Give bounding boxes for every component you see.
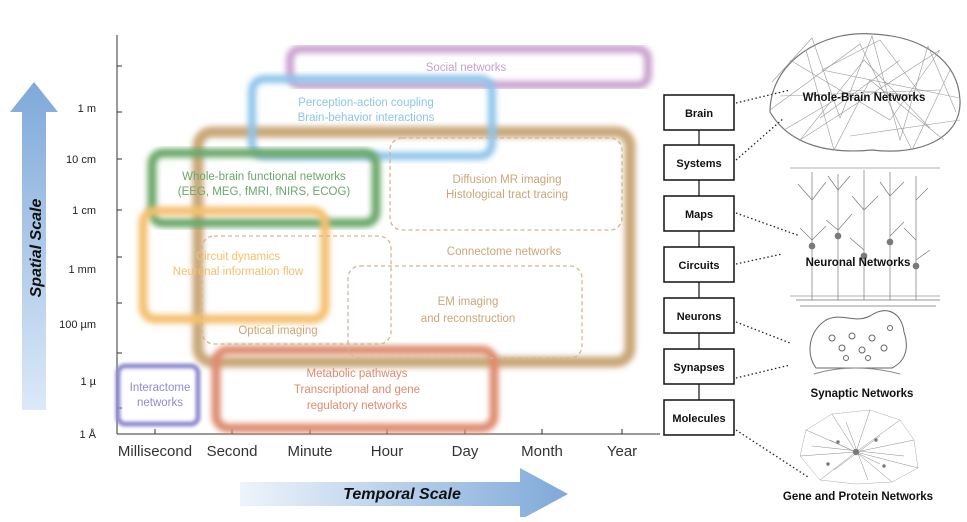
whole-brain-network-image (769, 33, 961, 152)
y-tick-label: 1 µ (80, 376, 96, 388)
dotted-connectors (735, 89, 809, 478)
hierarchy-node-molecules: Molecules (663, 399, 735, 436)
hierarchy-node-synapses: Synapses (663, 348, 735, 385)
diffusion-label-line2: Histological tract tracing (446, 189, 568, 201)
y-tick-label: 100 µm (59, 319, 96, 331)
hierarchy-label: Systems (676, 158, 721, 170)
x-tick-label: Millisecond (118, 443, 192, 460)
social-networks-label: Social networks (426, 62, 507, 74)
hierarchy-label: Brain (685, 108, 713, 120)
temporal-scale-label: Temporal Scale (343, 486, 461, 503)
functional-label-line2: (EEG, MEG, fMRI, fNIRS, ECOG) (178, 186, 351, 198)
functional-label-line1: Whole-brain functional networks (182, 171, 346, 183)
neuronal-network-image (790, 167, 940, 307)
x-tick-labels: Millisecond Second Minute Hour Day Month… (118, 443, 637, 460)
hierarchy-label: Maps (685, 209, 713, 221)
metabolic-label-line1: Metabolic pathways (307, 368, 408, 380)
hierarchy-node-circuits: Circuits (663, 246, 735, 283)
hierarchy-node-neurons: Neurons (663, 297, 735, 334)
y-tick-label: 1 cm (72, 205, 96, 217)
y-tick-label: 1 m (78, 103, 96, 115)
diffusion-mr-box (389, 137, 623, 231)
perception-label-line1: Perception-action coupling (298, 97, 434, 109)
hierarchy-label: Neurons (677, 311, 722, 323)
hierarchy-node-systems: Systems (663, 144, 735, 181)
interactome-label-line1: Interactome (130, 382, 191, 394)
gene-protein-network-image (799, 409, 919, 485)
em-label-line1: EM imaging (438, 296, 499, 308)
spatial-scale-arrow: Spatial Scale (10, 82, 58, 410)
diffusion-label-line1: Diffusion MR imaging (452, 174, 561, 186)
synapse-image (809, 310, 907, 375)
hierarchy-label: Circuits (679, 260, 720, 272)
optical-imaging-label: Optical imaging (238, 325, 317, 337)
y-tick-label: 10 cm (66, 154, 96, 166)
em-label-line2: and reconstruction (421, 313, 516, 325)
hierarchy-column: Brain Systems Maps Circuits Neurons Syna… (663, 94, 735, 436)
x-tick-label: Day (452, 443, 479, 460)
spatial-scale-label: Spatial Scale (28, 199, 45, 298)
interactome-label-line2: networks (137, 397, 183, 409)
circuit-label-line1: Circuit dynamics (196, 251, 281, 263)
synaptic-networks-label: Synaptic Networks (811, 388, 914, 400)
hierarchy-node-brain: Brain (663, 94, 735, 131)
x-tick-label: Month (521, 443, 563, 460)
connectome-networks-box (192, 126, 636, 368)
functional-networks-box (147, 148, 381, 228)
gene-protein-networks-label: Gene and Protein Networks (783, 491, 933, 503)
y-tick-labels: 1 m 10 cm 1 cm 1 mm 100 µm 1 µ 1 Å (59, 103, 97, 441)
region-boxes (115, 45, 652, 433)
y-tick-label: 1 Å (79, 428, 96, 441)
x-tick-label: Year (607, 443, 637, 460)
social-networks-box (286, 45, 652, 89)
perception-label-line2: Brain-behavior interactions (298, 112, 435, 124)
hierarchy-label: Synapses (673, 362, 724, 374)
hierarchy-label: Molecules (672, 413, 725, 425)
metabolic-pathways-box (211, 345, 499, 433)
temporal-scale-arrow: Temporal Scale (240, 468, 568, 520)
x-tick-label: Minute (287, 443, 332, 460)
x-tick-label: Hour (371, 443, 404, 460)
optical-imaging-box (201, 235, 392, 345)
metabolic-label-line2: Transcriptional and gene (294, 384, 420, 396)
y-tick-label: 1 mm (69, 264, 97, 276)
connectome-label: Connectome networks (447, 246, 562, 258)
metabolic-label-line3: regulatory networks (307, 400, 408, 412)
dashed-regions (201, 137, 623, 359)
em-imaging-box (347, 265, 583, 359)
whole-brain-networks-label: Whole-Brain Networks (803, 92, 926, 104)
hierarchy-node-maps: Maps (663, 195, 735, 232)
interactome-networks-box (115, 363, 201, 427)
neuronal-networks-label: Neuronal Networks (806, 257, 911, 269)
circuit-dynamics-box (138, 206, 330, 324)
circuit-label-line2: Neuronal information flow (173, 266, 304, 278)
x-tick-label: Second (207, 443, 258, 460)
region-labels: Social networks Perception-action coupli… (130, 62, 568, 412)
